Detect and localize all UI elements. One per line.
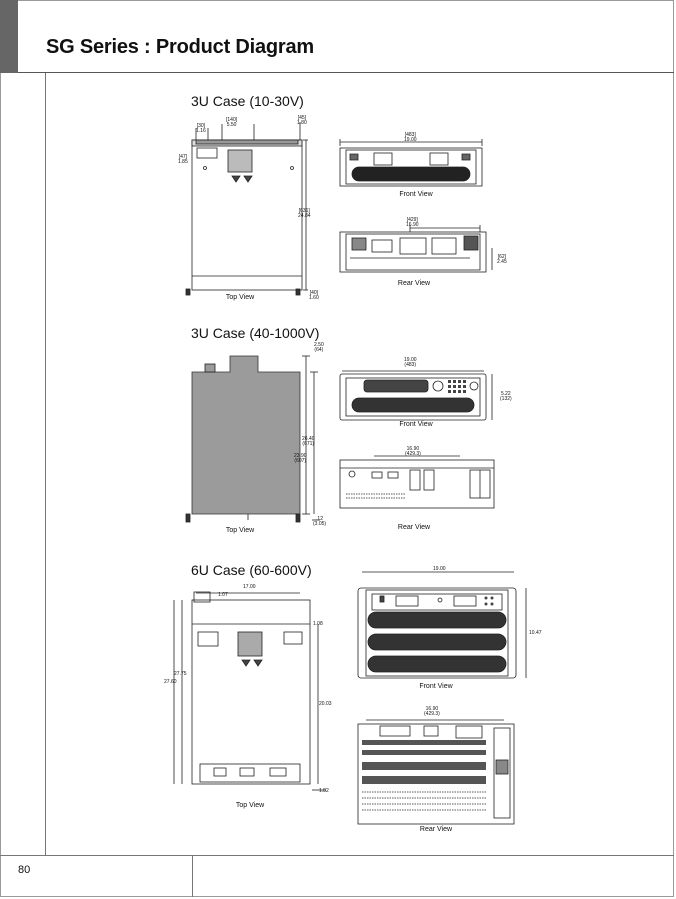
s2-rear-view-caption: Rear View <box>397 524 431 531</box>
footer-divider <box>192 855 193 897</box>
s1-dim-140: [140]5.50 <box>226 117 238 128</box>
s1-dim-40: [40]1.60 <box>309 290 319 301</box>
s3-top-view-drawing <box>173 591 326 791</box>
s2-dim-250: 2.50(64) <box>314 342 324 353</box>
s1-dim-30: [30]1.16 <box>196 123 206 134</box>
title-rule <box>18 72 674 73</box>
s1-dim-62: [62]2.45 <box>497 254 507 265</box>
footer-rule <box>0 855 674 856</box>
s3-dim-182: 1.82 <box>319 788 329 794</box>
s2-dim-12: .12(3.05) <box>313 516 327 527</box>
s3-dim-1690: 16.90(429.3) <box>424 706 440 717</box>
s3-dim-107: 1.07 <box>218 592 228 598</box>
s2-dim-2640: 26.40(671) <box>302 436 315 447</box>
s1-front-view-drawing <box>339 139 483 187</box>
s3-dim-2760: 27.60 <box>164 679 177 685</box>
s3-dim-108: 1.08 <box>313 621 323 627</box>
section-title-3u-10-30v: 3U Case (10-30V) <box>191 93 304 109</box>
s3-rear-view-drawing <box>357 719 515 825</box>
s2-top-view-caption: Top View <box>225 527 255 534</box>
s1-top-view-drawing <box>185 122 308 296</box>
s2-dim-1900: 19.00(483) <box>404 357 417 368</box>
s2-front-view-caption: Front View <box>399 421 433 428</box>
s1-front-view-caption: Front View <box>399 191 433 198</box>
s3-dim-1900: 19.00 <box>433 566 446 572</box>
s1-rear-view-caption: Rear View <box>397 280 431 287</box>
s3-dim-2775: 27.75 <box>174 671 187 677</box>
s1-rear-view-drawing <box>339 225 493 273</box>
s3-dim-1047: 10.47 <box>529 630 542 636</box>
s2-dim-2390: 23.90(607) <box>294 453 307 464</box>
s2-dim-1690: 16.90(429.3) <box>405 446 421 457</box>
header-tab <box>0 0 18 73</box>
s2-top-view-drawing <box>185 355 320 523</box>
s2-rear-view-drawing <box>339 455 495 509</box>
s1-dim-45: [45]1.80 <box>297 115 307 126</box>
page-number: 80 <box>18 864 31 876</box>
s1-dim-429: [429]16.90 <box>406 217 419 228</box>
left-margin-rule <box>45 73 46 855</box>
s3-dim-1700: 17.00 <box>243 584 256 590</box>
s3-front-view-caption: Front View <box>419 683 453 690</box>
section-title-6u-60-600v: 6U Case (60-600V) <box>191 562 312 578</box>
s2-dim-522: 5.22(132) <box>500 391 512 402</box>
s3-rear-view-caption: Rear View <box>419 826 453 833</box>
s1-dim-631: [631]24.84 <box>298 208 311 219</box>
s3-top-view-caption: Top View <box>235 802 265 809</box>
s2-front-view-drawing <box>339 370 493 421</box>
s1-top-view-caption: Top View <box>225 294 255 301</box>
s1-dim-483: [483]19.00 <box>404 132 417 143</box>
page-title: SG Series : Product Diagram <box>46 36 315 58</box>
s3-front-view-drawing <box>357 571 527 679</box>
s3-dim-2003: 20.03 <box>319 701 332 707</box>
s1-dim-47: [47]1.85 <box>178 154 188 165</box>
section-title-3u-40-1000v: 3U Case (40-1000V) <box>191 325 320 341</box>
